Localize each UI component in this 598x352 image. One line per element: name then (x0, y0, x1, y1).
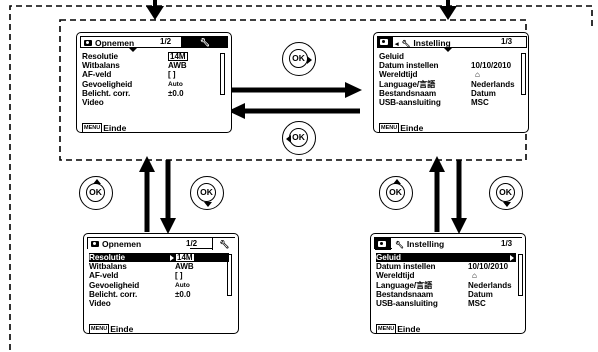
menu-key: MENU (379, 122, 400, 133)
scrollbar[interactable] (521, 53, 526, 95)
screen-instelling-top: ◂🔧︎Instelling 1/3 Geluid Datum instellen… (373, 32, 529, 133)
screen-header: 🔧︎Instelling 1/3 (374, 237, 522, 250)
page-number: 1/2 (186, 239, 198, 248)
arrow-up-right (429, 156, 445, 232)
speaker-icon: ◂ (395, 41, 399, 48)
ok-button-right[interactable]: OK (282, 42, 316, 76)
ok-button-up-left[interactable]: OK (79, 176, 113, 210)
arrow-left (228, 103, 360, 119)
arrow-up-icon (93, 179, 101, 184)
ok-button-left[interactable]: OK (282, 121, 316, 155)
entry-arrow-right (439, 0, 457, 20)
home-icon: ⌂ (472, 271, 477, 281)
wrench-icon: 🔧︎ (199, 38, 211, 47)
tab-instelling[interactable]: ◂🔧︎Instelling (392, 36, 527, 48)
list-item-video[interactable]: Video (82, 97, 104, 107)
list-item-belicht-corr[interactable]: Belicht. corr.±0.0 (89, 289, 191, 299)
tab-settings[interactable]: 🔧︎ (184, 36, 226, 48)
screen-header: ◂🔧︎Instelling 1/3 (377, 36, 527, 48)
tab-opnemen[interactable] (377, 36, 391, 48)
camera-icon (91, 241, 99, 248)
ok-button-down-right[interactable]: OK (489, 176, 523, 210)
ok-button-down-left[interactable]: OK (190, 176, 224, 210)
arrow-right-icon (307, 56, 312, 64)
scrollbar[interactable] (227, 254, 232, 296)
screen-header: Opnemen 1/2 🔧︎ (80, 36, 228, 48)
select-arrow-icon (170, 254, 174, 261)
page-number: 1/2 (160, 37, 172, 46)
outer-dashed-path (9, 5, 593, 350)
menu-key: MENU (82, 122, 103, 133)
arrow-down-left (160, 160, 176, 234)
tab-opnemen[interactable] (375, 238, 391, 250)
list-item-geluid[interactable]: Geluid (376, 253, 516, 263)
list-item-geluid[interactable]: Geluid (379, 52, 404, 61)
tab-opnemen[interactable]: Opnemen (88, 238, 190, 250)
wrench-icon: 🔧︎ (395, 242, 404, 249)
menu-key: MENU (376, 323, 397, 334)
ok-button-up-right[interactable]: OK (379, 176, 413, 210)
menu-key: MENU (89, 323, 110, 334)
list-item-wereldtijd[interactable]: Wereldtijd⌂ (379, 70, 480, 80)
wrench-icon: 🔧︎ (401, 41, 411, 48)
arrow-right (230, 82, 362, 98)
list-item-video[interactable]: Video (89, 298, 111, 308)
list-item-wereldtijd[interactable]: Wereldtijd⌂ (376, 271, 477, 281)
entry-arrow-left (146, 0, 164, 20)
tab-opnemen[interactable]: Opnemen (80, 36, 182, 48)
arrow-down-icon (503, 202, 511, 207)
arrow-down-right (451, 160, 467, 234)
arrow-down-icon (204, 202, 212, 207)
screen-header: Opnemen 1/2 🔧︎ (87, 237, 236, 250)
page-number: 1/3 (501, 37, 513, 46)
list-item-af-veld[interactable]: AF-veld[ ] (89, 271, 183, 281)
list-item-belicht-corr[interactable]: Belicht. corr.±0.0 (82, 88, 184, 98)
select-arrow-icon (510, 254, 514, 261)
page-number: 1/3 (501, 239, 513, 248)
tab-instelling[interactable]: 🔧︎Instelling (392, 238, 522, 250)
camera-icon (84, 40, 92, 47)
tab-settings[interactable]: 🔧︎ (212, 238, 236, 250)
scrollbar[interactable] (220, 53, 225, 95)
camera-icon (380, 39, 388, 46)
camera-icon (378, 241, 386, 248)
wrench-icon: 🔧︎ (219, 240, 230, 249)
tab-pointer (444, 48, 452, 52)
arrow-up-icon (393, 179, 401, 184)
scrollbar[interactable] (518, 254, 523, 296)
home-icon: ⌂ (475, 70, 480, 80)
list-item-af-veld[interactable]: AF-veld[ ] (82, 70, 176, 80)
tab-pointer (129, 48, 137, 52)
arrow-up-left (139, 156, 155, 232)
arrow-left-icon (286, 135, 291, 143)
